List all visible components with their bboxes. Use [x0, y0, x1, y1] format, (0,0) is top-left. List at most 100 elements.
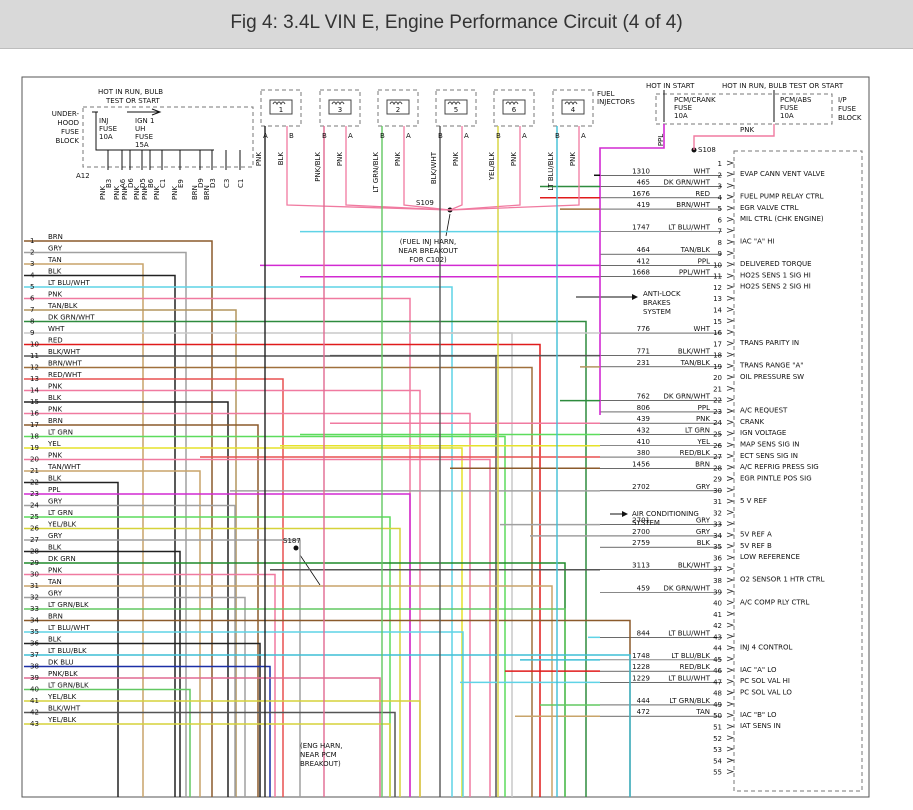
pcm-pin-function: CRANK: [740, 418, 764, 426]
left-wire-number: 25: [30, 513, 39, 521]
pcm-pin-number: 46: [713, 667, 722, 675]
pcm-pin-function: A/C REFRIG PRESS SIG: [740, 463, 819, 471]
fuse-output-pin: A6: [119, 178, 127, 188]
pcm-wire-color: LT BLU/WHT: [668, 629, 710, 637]
left-wire-number: 39: [30, 674, 39, 682]
pcm-pin-number: 40: [713, 600, 722, 608]
diagram-frame: [21, 76, 870, 798]
left-wire-color: BLK: [48, 636, 62, 644]
left-wire-number: 18: [30, 433, 39, 441]
left-wire-32: [24, 596, 246, 797]
pcm-wire-color: BLK: [697, 539, 711, 547]
pcm-pin-function: TRANS PARITY IN: [739, 339, 799, 347]
fuel-injector-3: [319, 89, 361, 127]
pcm-abs-fuse-label: PCM/ABS: [780, 96, 812, 104]
injector-coil-icon: [505, 101, 519, 106]
injector-pin: A: [263, 132, 268, 140]
left-wire-color: GRY: [48, 498, 63, 506]
left-wire-3: [24, 263, 144, 797]
ip-wire-ppl: PPL: [657, 134, 665, 146]
pcm-pin-number: 51: [713, 724, 722, 732]
left-wire-number: 14: [30, 387, 39, 395]
pcm-wire-color: BLK/WHT: [678, 562, 711, 570]
pcm-pin-number: 12: [713, 284, 722, 292]
left-wire-number: 7: [30, 306, 34, 314]
left-wire-31: [24, 585, 553, 797]
pin-arrow-icon: [726, 431, 735, 436]
injector-pin: B: [289, 132, 294, 140]
injector-number: 6: [512, 106, 517, 114]
fuel-injector-6: [493, 89, 535, 127]
pcm-pin-function: FUEL PUMP RELAY CTRL: [740, 193, 824, 201]
pcm-circuit-number: 459: [637, 584, 650, 592]
injector-pin: B: [496, 132, 501, 140]
pin-arrow-icon: [726, 656, 735, 662]
pcm-pin-number: 8: [718, 239, 722, 247]
left-wire-number: 28: [30, 548, 39, 556]
pin-arrow-icon: [726, 216, 735, 222]
ip-fuse-block-label: I/P: [838, 96, 847, 104]
injector-feed-wire: [345, 126, 451, 211]
pcm-circuit-number: 771: [637, 348, 650, 356]
pin-arrow-icon: [726, 340, 735, 346]
left-wire-color: LT GRN: [48, 509, 73, 517]
fuse-output-pin: B6: [147, 178, 155, 188]
pcm-pin-number: 36: [713, 554, 722, 562]
pcm-abs-fuse-label: 10A: [780, 112, 794, 120]
left-wire-color: TAN: [47, 256, 62, 264]
injector-number: 1: [279, 106, 283, 114]
left-wire-color: TAN/WHT: [47, 463, 81, 471]
pcm-pin-number: 48: [713, 690, 722, 698]
inj-fuse-label: INJ: [99, 117, 108, 125]
splice-s187-note: BREAKOUT): [300, 760, 341, 768]
fuel-injectors-label: FUEL: [597, 90, 615, 98]
left-wire-22: [24, 481, 119, 797]
pcm-pin-number: 50: [713, 712, 722, 720]
left-wire-color: YEL: [47, 440, 61, 448]
injector-wire-color: PNK: [510, 152, 518, 166]
fuse-output-pin: D9: [197, 178, 205, 188]
pin-arrow-icon: [726, 442, 735, 448]
left-wire-color: LT BLU/WHT: [48, 624, 90, 632]
left-wire-color: TAN/BLK: [47, 302, 78, 310]
pin-arrow-icon: [726, 645, 735, 650]
pcm-pin-function: OIL PRESSURE SW: [740, 373, 804, 381]
pin-arrow-icon: [726, 262, 735, 267]
pcm-circuit-number: 1668: [632, 269, 650, 277]
left-wire-color: PNK: [48, 406, 62, 414]
pcm-pin-number: 31: [713, 498, 722, 506]
arrow-icon: [622, 511, 628, 517]
left-wire-color: YEL/BLK: [47, 693, 77, 701]
pin-arrow-icon: [726, 374, 735, 380]
left-wire-color: BLK/WHT: [48, 705, 81, 713]
pin-arrow-icon: [726, 735, 735, 741]
pnk-ign-wire: [693, 124, 775, 150]
pcm-pin-number: 52: [713, 735, 722, 743]
injector-wire-color: LT GRN/BLK: [372, 152, 380, 193]
left-wire-23: [24, 493, 411, 797]
injector-coil-icon: [389, 101, 403, 106]
pcm-circuit-number: 806: [637, 404, 651, 412]
left-wire-2: [24, 251, 187, 797]
left-wire-color: LT GRN/BLK: [48, 682, 89, 690]
ip-wire-pnk: PNK: [740, 126, 754, 134]
injector-pin: A: [348, 132, 353, 140]
pcm-circuit-number: 1310: [632, 167, 650, 175]
pcm-wire-color: LT GRN: [685, 426, 710, 434]
left-wire-color: PNK: [48, 567, 62, 575]
left-wire-34: [24, 619, 631, 797]
pcm-pin-number: 13: [713, 295, 722, 303]
fuse-output-wire-color: BRN: [191, 185, 199, 200]
fuse-output-pin: C1: [237, 179, 245, 188]
pcm-pin-number: 33: [713, 521, 722, 529]
left-wire-37: [24, 654, 631, 797]
pin-arrow-icon: [726, 577, 735, 583]
pcm-pin-function: TRANS RANGE "A": [739, 362, 803, 370]
left-wire-1: [24, 240, 213, 797]
pcm-pin-number: 45: [713, 656, 722, 664]
pin-arrow-icon: [726, 521, 735, 527]
fuse-block-header-line: TEST OR START: [105, 97, 161, 105]
left-wire-color: TAN: [47, 578, 62, 586]
ign1-fuse-label: 15A: [135, 141, 149, 149]
injector-pin: B: [555, 132, 560, 140]
